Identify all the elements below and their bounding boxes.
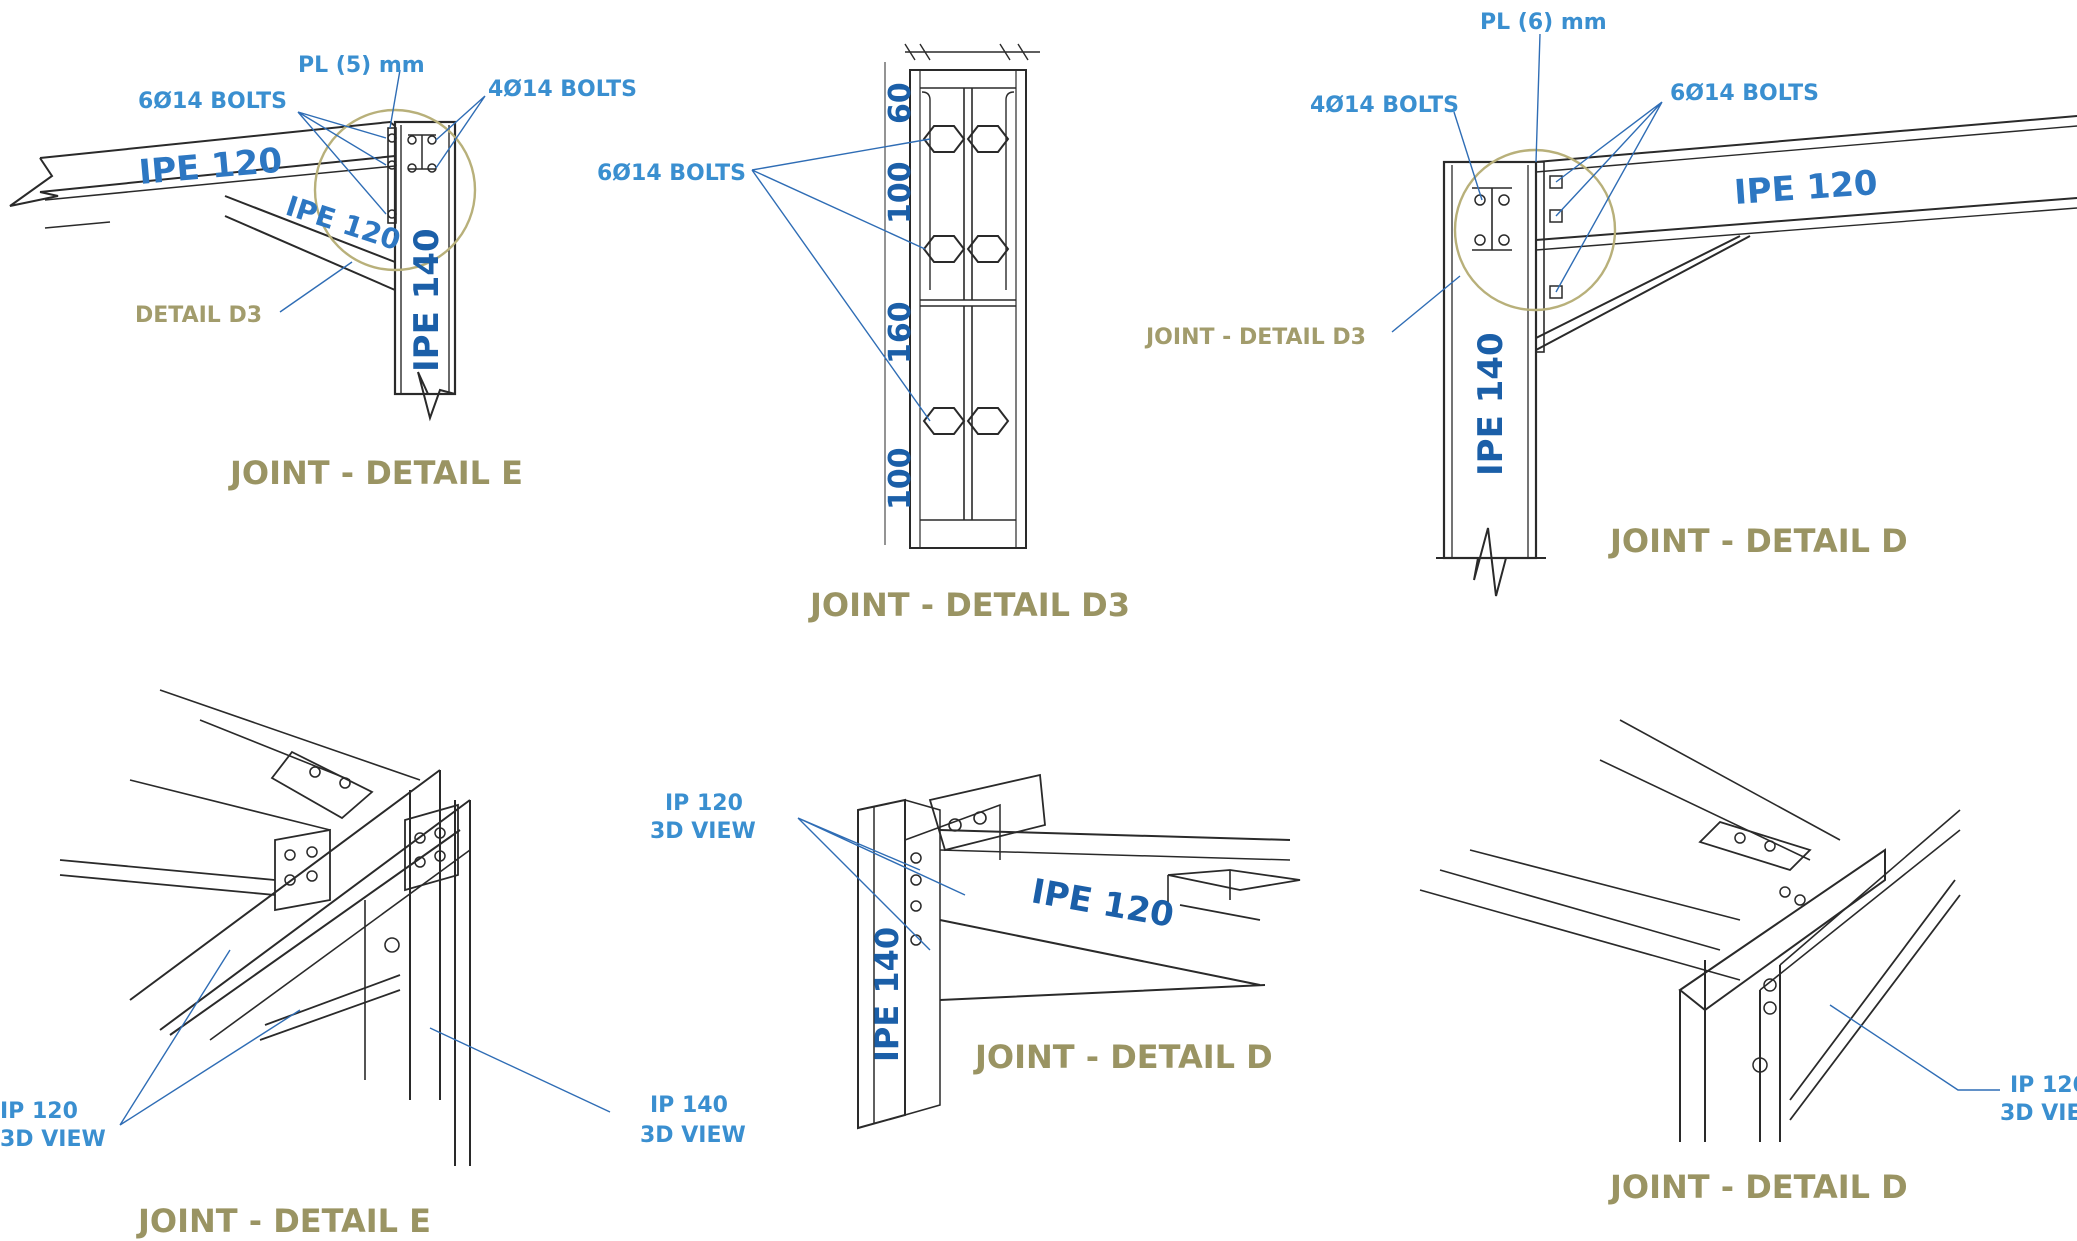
dim-160: 160 [883, 301, 918, 364]
brace-label: IPE 120 [282, 189, 405, 257]
callout-b-line2: 3D VIEW [640, 1123, 746, 1148]
detail-title: JOINT - DETAIL D [1608, 522, 1908, 560]
detail-title: JOINT - DETAIL D3 [808, 586, 1130, 624]
detail-d3-plate: 6Ø14 BOLTS 60 100 160 100 JOINT - DETAIL… [597, 43, 1130, 624]
column-label: IPE 140 [1471, 332, 1511, 476]
bolts-6-label: 6Ø14 BOLTS [1670, 81, 1819, 106]
column-label: IPE 140 [407, 228, 447, 372]
dim-100a: 100 [883, 161, 918, 224]
detail-d-elevation: PL (6) mm 4Ø14 BOLTS 6Ø14 BOLTS IPE 120 … [1144, 10, 2077, 597]
dim-100b: 100 [883, 447, 918, 510]
bolt-group [1472, 175, 1563, 299]
column-label: IPE 140 [868, 927, 906, 1062]
detail-title: JOINT - DETAIL D [1608, 1168, 1908, 1206]
detail-d-3d-mid: IP 120 3D VIEW IPE 120 IPE 140 JOINT - D… [650, 773, 1301, 1130]
bolts-4-label: 4Ø14 BOLTS [488, 77, 637, 102]
pl-label: PL (6) mm [1480, 10, 1607, 35]
detail-ref: DETAIL D3 [135, 303, 262, 328]
callout-b-line1: IP 140 [650, 1093, 728, 1118]
detail-e-elevation: PL (5) mm 6Ø14 BOLTS 4Ø14 BOLTS IPE 120 … [9, 53, 637, 492]
beam-label: IPE 120 [1028, 871, 1176, 935]
callout-line2: 3D VIEW [2000, 1101, 2077, 1126]
callout-line2: 3D VIEW [650, 819, 756, 844]
detail-title: JOINT - DETAIL E [136, 1202, 431, 1240]
column-break-line [395, 371, 456, 422]
bolts-4-label: 4Ø14 BOLTS [1310, 93, 1459, 118]
bolts-6-label: 6Ø14 BOLTS [138, 89, 287, 114]
beam-label: IPE 120 [137, 141, 284, 193]
callout-a-line1: IP 120 [0, 1099, 78, 1124]
beam-label: IPE 120 [1733, 163, 1879, 213]
detail-title: JOINT - DETAIL D [973, 1038, 1273, 1076]
dim-60: 60 [883, 82, 918, 124]
column-break-line [1436, 527, 1546, 597]
detail-e-3d: IP 120 3D VIEW IP 140 3D VIEW JOINT - DE… [0, 689, 746, 1240]
detail-circle [313, 108, 477, 272]
detail-d-3d-right: IP 120 3D VIEW JOINT - DETAIL D [1419, 719, 2077, 1206]
bolts-6-label: 6Ø14 BOLTS [597, 161, 746, 186]
pl-label: PL (5) mm [298, 53, 425, 78]
bolt-grid [922, 125, 1010, 435]
detail-title: JOINT - DETAIL E [228, 454, 523, 492]
beam-break-line [9, 157, 59, 207]
callout-line1: IP 120 [665, 791, 743, 816]
detail-ref: JOINT - DETAIL D3 [1144, 325, 1366, 350]
callout-a-line2: 3D VIEW [0, 1127, 106, 1152]
callout-line1: IP 120 [2010, 1073, 2077, 1098]
detail-circle [1453, 148, 1617, 312]
